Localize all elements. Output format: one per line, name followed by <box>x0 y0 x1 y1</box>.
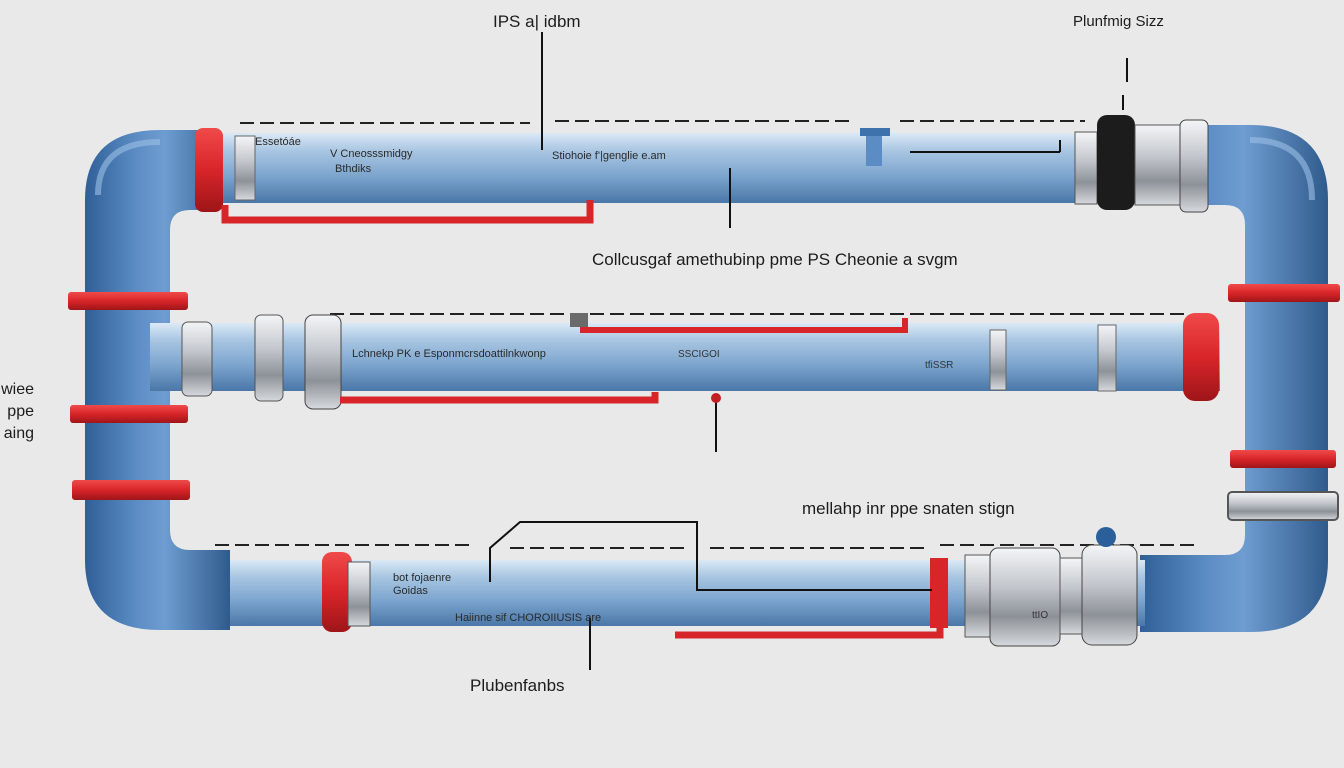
label-fitting-mark: ttIO <box>1032 610 1049 621</box>
label-top-right: Plunfmig Sizz <box>1073 13 1164 30</box>
label-row1-left-c: V Cneosssmidgy <box>330 148 413 160</box>
top-pipe <box>195 58 1209 224</box>
label-row2-left: Lchnekp PK e Esponmcrsdoattilnkwonp <box>352 348 546 360</box>
left-side-label-1: wiee <box>1 381 34 398</box>
leader-lines <box>541 32 1124 228</box>
label-row3-left-b: Goidas <box>393 585 428 597</box>
bottom-caption: Plubenfanbs <box>470 676 565 695</box>
dimension-lines <box>215 120 1200 549</box>
label-row2-right: tfiSSR <box>925 360 954 371</box>
bottom-pipe <box>230 521 1145 670</box>
label-row3-left-a: bot fojaenre <box>393 572 452 584</box>
label-row3-mid: Haiinne sif CHOROIIUSIS are <box>455 612 602 624</box>
lower-caption: mellahp inr ppe snaten stign <box>802 499 1015 518</box>
middle-caption: Collcusgaf amethubinp pme PS Cheonie a s… <box>592 250 958 269</box>
label-row2-mid: SSCIGOI <box>678 349 720 360</box>
label-top-center: IPS a| idbm <box>493 12 581 31</box>
middle-pipe <box>150 313 1220 452</box>
left-side-label-3: aing <box>3 425 34 442</box>
right-vertical-pipe <box>1140 125 1340 632</box>
left-side-label-2: ppe <box>7 403 34 420</box>
label-row1-mid: Stiohoie f'|genglie e.am <box>552 150 666 162</box>
label-row1-left-b: Bthdiks <box>335 163 372 175</box>
label-row1-left-a: Essetóáe <box>255 136 301 148</box>
